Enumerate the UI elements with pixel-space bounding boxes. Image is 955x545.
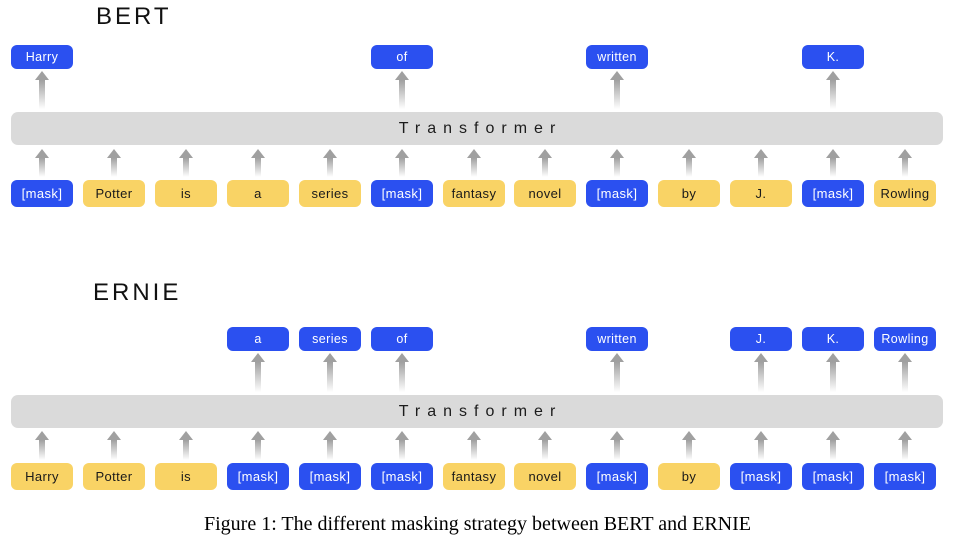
input-token: a xyxy=(227,180,289,207)
up-arrow-icon xyxy=(323,149,337,177)
transformer-label: Transformer xyxy=(398,402,563,420)
up-arrow-icon xyxy=(467,431,481,460)
up-arrow-icon xyxy=(826,71,840,109)
up-arrow-icon xyxy=(898,353,912,392)
up-arrow-icon xyxy=(395,353,409,392)
up-arrow-icon xyxy=(35,71,49,109)
up-arrow-icon xyxy=(179,149,193,177)
up-arrow-icon xyxy=(251,149,265,177)
ernie-title: ERNIE xyxy=(93,279,182,306)
input-token: [mask] xyxy=(371,463,433,490)
up-arrow-icon xyxy=(754,353,768,392)
up-arrow-icon xyxy=(395,71,409,109)
input-token: series xyxy=(299,180,361,207)
up-arrow-icon xyxy=(826,353,840,392)
transformer-label: Transformer xyxy=(398,119,563,137)
input-token: [mask] xyxy=(586,180,648,207)
input-token: [mask] xyxy=(586,463,648,490)
input-token: [mask] xyxy=(227,463,289,490)
up-arrow-icon xyxy=(323,353,337,392)
input-token: fantasy xyxy=(443,180,505,207)
bert-transformer-bar: Transformer xyxy=(11,112,943,145)
up-arrow-icon xyxy=(251,431,265,460)
output-token: written xyxy=(586,327,648,351)
up-arrow-icon xyxy=(610,353,624,392)
input-token: [mask] xyxy=(299,463,361,490)
output-token: of xyxy=(371,45,433,69)
up-arrow-icon xyxy=(395,431,409,460)
up-arrow-icon xyxy=(898,431,912,460)
input-token: novel xyxy=(514,180,576,207)
up-arrow-icon xyxy=(610,149,624,177)
up-arrow-icon xyxy=(826,149,840,177)
up-arrow-icon xyxy=(395,149,409,177)
input-token: Rowling xyxy=(874,180,936,207)
up-arrow-icon xyxy=(107,431,121,460)
ernie-input-arrows xyxy=(0,431,955,460)
up-arrow-icon xyxy=(35,149,49,177)
output-token: J. xyxy=(730,327,792,351)
input-token: by xyxy=(658,463,720,490)
up-arrow-icon xyxy=(107,149,121,177)
up-arrow-icon xyxy=(610,431,624,460)
input-token: is xyxy=(155,180,217,207)
up-arrow-icon xyxy=(323,431,337,460)
up-arrow-icon xyxy=(35,431,49,460)
output-token: written xyxy=(586,45,648,69)
bert-title: BERT xyxy=(96,3,172,30)
input-token: [mask] xyxy=(802,463,864,490)
output-token: K. xyxy=(802,45,864,69)
up-arrow-icon xyxy=(898,149,912,177)
up-arrow-icon xyxy=(538,431,552,460)
input-token: Potter xyxy=(83,180,145,207)
bert-output-row: Harry of written K. xyxy=(0,45,955,69)
bert-output-arrows xyxy=(0,71,955,109)
input-token: [mask] xyxy=(11,180,73,207)
input-token: [mask] xyxy=(802,180,864,207)
bert-input-arrows xyxy=(0,149,955,177)
output-token: Rowling xyxy=(874,327,936,351)
output-token: Harry xyxy=(11,45,73,69)
bert-section: BERT Harry of written K. Transformer [mask]… xyxy=(0,0,955,212)
output-token: a xyxy=(227,327,289,351)
input-token: Harry xyxy=(11,463,73,490)
ernie-output-arrows xyxy=(0,353,955,392)
input-token: Potter xyxy=(83,463,145,490)
up-arrow-icon xyxy=(754,431,768,460)
input-token: [mask] xyxy=(874,463,936,490)
up-arrow-icon xyxy=(538,149,552,177)
up-arrow-icon xyxy=(826,431,840,460)
input-token: novel xyxy=(514,463,576,490)
up-arrow-icon xyxy=(251,353,265,392)
ernie-transformer-bar: Transformer xyxy=(11,395,943,428)
up-arrow-icon xyxy=(179,431,193,460)
ernie-input-row: Harry Potter is [mask] [mask] [mask] fantasy no… xyxy=(0,463,955,490)
up-arrow-icon xyxy=(682,149,696,177)
input-token: [mask] xyxy=(371,180,433,207)
input-token: by xyxy=(658,180,720,207)
input-token: fantasy xyxy=(443,463,505,490)
output-token: series xyxy=(299,327,361,351)
output-token: of xyxy=(371,327,433,351)
input-token: [mask] xyxy=(730,463,792,490)
up-arrow-icon xyxy=(610,71,624,109)
figure-caption: Figure 1: The different masking strategy… xyxy=(203,513,751,535)
up-arrow-icon xyxy=(682,431,696,460)
up-arrow-icon xyxy=(754,149,768,177)
up-arrow-icon xyxy=(467,149,481,177)
input-token: J. xyxy=(730,180,792,207)
input-token: is xyxy=(155,463,217,490)
output-token: K. xyxy=(802,327,864,351)
